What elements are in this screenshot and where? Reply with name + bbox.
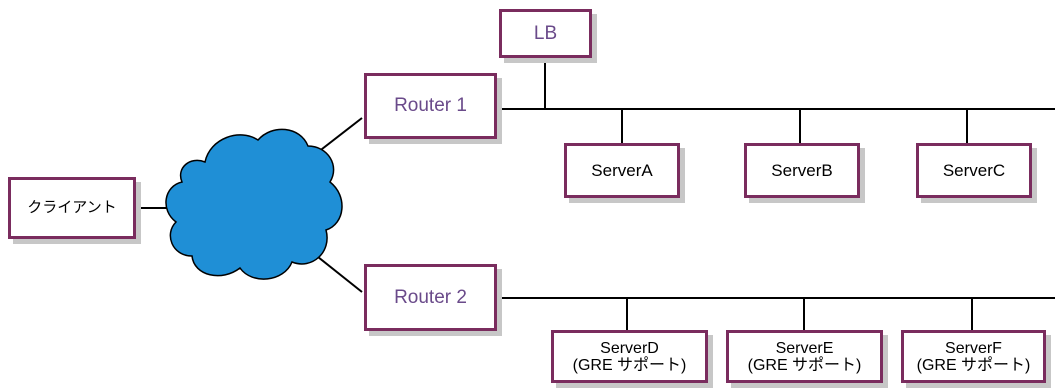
cloud-icon [165, 128, 343, 280]
server-f-box: ServerF (GRE サポート) [901, 330, 1046, 383]
server-d-gre-label: (GRE サポート) [572, 356, 687, 374]
load-balancer-box: LB [499, 9, 592, 58]
server-a-box: ServerA [564, 143, 680, 198]
server-d-label: ServerD [600, 339, 659, 357]
cloud-router2-link [312, 252, 363, 293]
server-c-box: ServerC [916, 143, 1032, 198]
server-f-gre-label: (GRE サポート) [916, 356, 1031, 374]
server-d-box: ServerD (GRE サポート) [551, 330, 708, 383]
router1-box: Router 1 [364, 73, 497, 139]
client-box: クライアント [8, 177, 136, 239]
server-e-box: ServerE (GRE サポート) [726, 330, 883, 383]
server-b-box: ServerB [744, 143, 860, 198]
server-e-gre-label: (GRE サポート) [747, 356, 862, 374]
server-f-label: ServerF [945, 339, 1002, 357]
server-e-label: ServerE [775, 339, 834, 357]
router2-box: Router 2 [364, 264, 497, 331]
